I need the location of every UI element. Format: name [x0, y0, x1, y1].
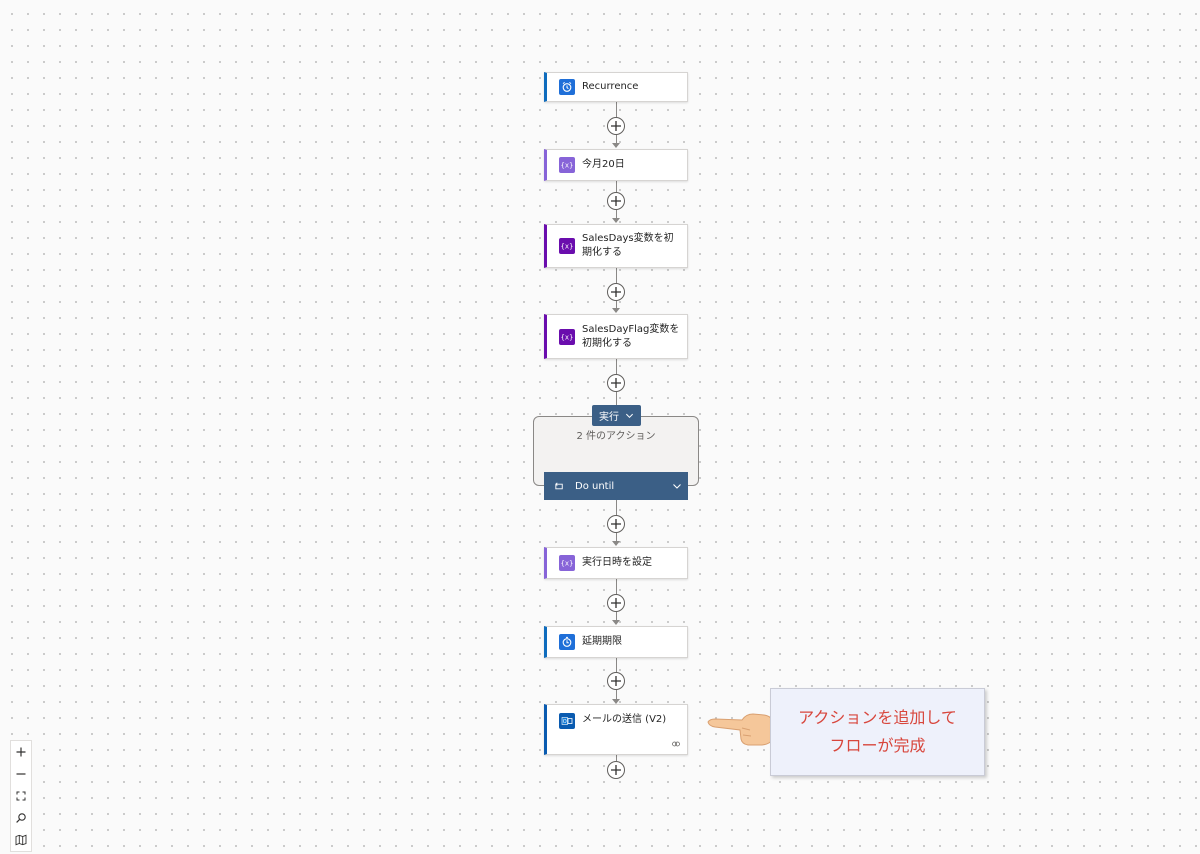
search-icon: [16, 813, 26, 823]
step-label: 今月20日: [582, 159, 625, 170]
zoom-in-icon: [16, 747, 26, 757]
connector-arrow: [612, 308, 620, 313]
scope-action-count: 2 件のアクション: [576, 431, 656, 442]
delay-icon: [559, 634, 575, 650]
step-label: 実行日時を設定: [582, 557, 652, 568]
chevron-down-icon: [625, 413, 634, 419]
insert-step-button[interactable]: [607, 515, 625, 533]
insert-step-button[interactable]: [607, 117, 625, 135]
plus-icon: [611, 765, 621, 775]
search-button[interactable]: [11, 807, 31, 829]
connector-line: [616, 755, 617, 761]
pointing-hand-icon: [707, 713, 775, 746]
step-card-set-run-datetime[interactable]: {x} 実行日時を設定: [544, 547, 688, 579]
add-new-step-button[interactable]: [607, 761, 625, 779]
insert-step-button[interactable]: [607, 374, 625, 392]
outlook-icon: O: [559, 713, 575, 729]
insert-step-button[interactable]: [607, 283, 625, 301]
step-card-this-month-20th[interactable]: {x} 今月20日: [544, 149, 688, 181]
annotation-callout: アクションを追加して フローが完成: [770, 688, 985, 776]
svg-text:{x}: {x}: [561, 333, 573, 341]
connector-arrow: [612, 620, 620, 625]
insert-step-button[interactable]: [607, 192, 625, 210]
plus-icon: [611, 196, 621, 206]
callout-text: アクションを追加して フローが完成: [798, 708, 957, 755]
scope-tag-label: 実行: [599, 412, 619, 423]
plus-icon: [611, 121, 621, 131]
canvas-zoom-controls: [10, 740, 32, 852]
plus-icon: [611, 519, 621, 529]
variable-icon: {x}: [559, 328, 575, 345]
svg-text:{x}: {x}: [561, 560, 573, 568]
zoom-out-button[interactable]: [11, 763, 31, 785]
svg-text:{x}: {x}: [561, 162, 573, 170]
step-label: メールの送信 (V2): [582, 714, 667, 725]
svg-text:{x}: {x}: [561, 243, 573, 251]
svg-text:O: O: [563, 719, 567, 725]
variable-icon: {x}: [559, 157, 575, 173]
scope-toggle-button[interactable]: 実行: [592, 405, 641, 426]
plus-icon: [611, 287, 621, 297]
do-until-label: Do until: [575, 480, 615, 492]
step-label: SalesDayFlag変数を初期化する: [582, 323, 680, 349]
step-card-init-salesdayflag[interactable]: {x} SalesDayFlag変数を初期化する: [544, 314, 688, 359]
loop-icon: [555, 481, 563, 489]
step-card-delay-until[interactable]: 延期期限: [544, 626, 688, 658]
variable-icon: {x}: [559, 238, 575, 254]
connector-arrow: [612, 699, 620, 704]
connector-arrow: [612, 541, 620, 546]
insert-step-button[interactable]: [607, 594, 625, 612]
chevron-down-icon[interactable]: [672, 481, 682, 491]
minimap-icon: [15, 834, 27, 846]
plus-icon: [611, 676, 621, 686]
connection-link-icon: [672, 741, 680, 747]
plus-icon: [611, 598, 621, 608]
minimap-button[interactable]: [11, 829, 31, 851]
alarm-clock-icon: [559, 79, 575, 95]
step-label: Recurrence: [582, 81, 639, 92]
zoom-in-button[interactable]: [11, 741, 31, 763]
fit-view-button[interactable]: [11, 785, 31, 807]
step-card-recurrence[interactable]: Recurrence: [544, 72, 688, 102]
step-label: 延期期限: [582, 636, 622, 647]
fit-view-icon: [16, 791, 26, 801]
insert-step-button[interactable]: [607, 672, 625, 690]
step-card-send-email[interactable]: O メールの送信 (V2): [544, 704, 688, 755]
step-label: SalesDays変数を初期化する: [582, 233, 674, 258]
plus-icon: [611, 378, 621, 388]
variable-icon: {x}: [559, 555, 575, 571]
step-card-init-salesdays[interactable]: {x} SalesDays変数を初期化する: [544, 224, 688, 268]
do-until-card[interactable]: Do until: [544, 472, 688, 500]
connector-arrow: [612, 143, 620, 148]
connector-arrow: [612, 218, 620, 223]
zoom-out-icon: [16, 773, 26, 775]
